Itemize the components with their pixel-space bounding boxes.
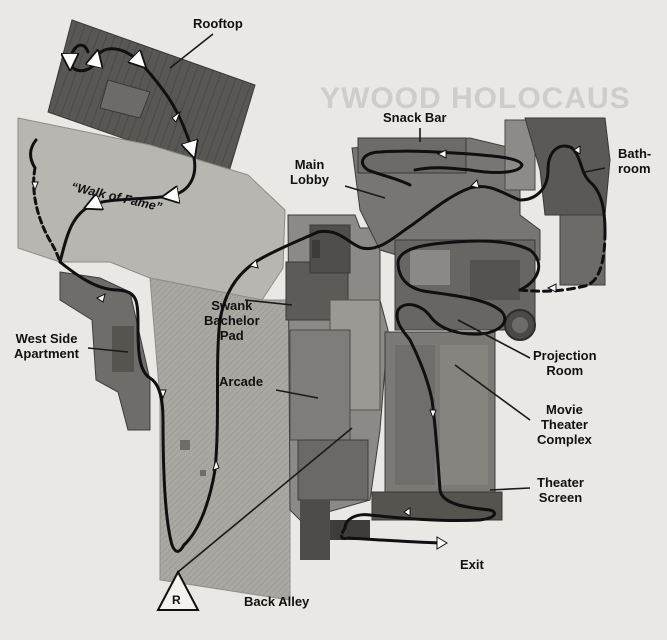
label-swank-bachelor-pad: Swank Bachelor Pad xyxy=(204,298,260,343)
label-back-alley: Back Alley xyxy=(244,594,310,609)
label-west-side-apartment: West Side Apartment xyxy=(14,331,80,361)
route-rooftop xyxy=(58,43,195,264)
label-movie-theater-complex: Movie Theater Complex xyxy=(537,402,592,447)
route-exit xyxy=(346,536,442,545)
theater-screen-area xyxy=(371,491,503,521)
label-projection-room: Projection Room xyxy=(533,348,597,378)
background-heading: YWOOD HOLOCAUS xyxy=(320,82,631,115)
route-projection xyxy=(395,239,541,342)
label-bathroom: Bath- room xyxy=(618,146,652,176)
start-marker-triangle xyxy=(156,569,200,611)
route-bathroom xyxy=(518,144,607,234)
label-snack-bar: Snack Bar xyxy=(383,110,447,125)
route-theater xyxy=(343,338,497,530)
route-street xyxy=(182,185,522,547)
west-side-apartment-area xyxy=(59,271,151,431)
start-marker-label: R xyxy=(172,593,181,607)
label-exit: Exit xyxy=(460,557,484,572)
label-main-lobby: Main Lobby xyxy=(290,157,329,187)
route-snack-bar xyxy=(361,149,524,187)
route-west xyxy=(58,260,186,553)
label-rooftop: Rooftop xyxy=(193,16,243,31)
bathroom-area xyxy=(524,117,611,216)
label-arcade: Arcade xyxy=(219,374,264,389)
arcade-area xyxy=(289,329,351,441)
label-theater-screen: Theater Screen xyxy=(537,475,584,505)
